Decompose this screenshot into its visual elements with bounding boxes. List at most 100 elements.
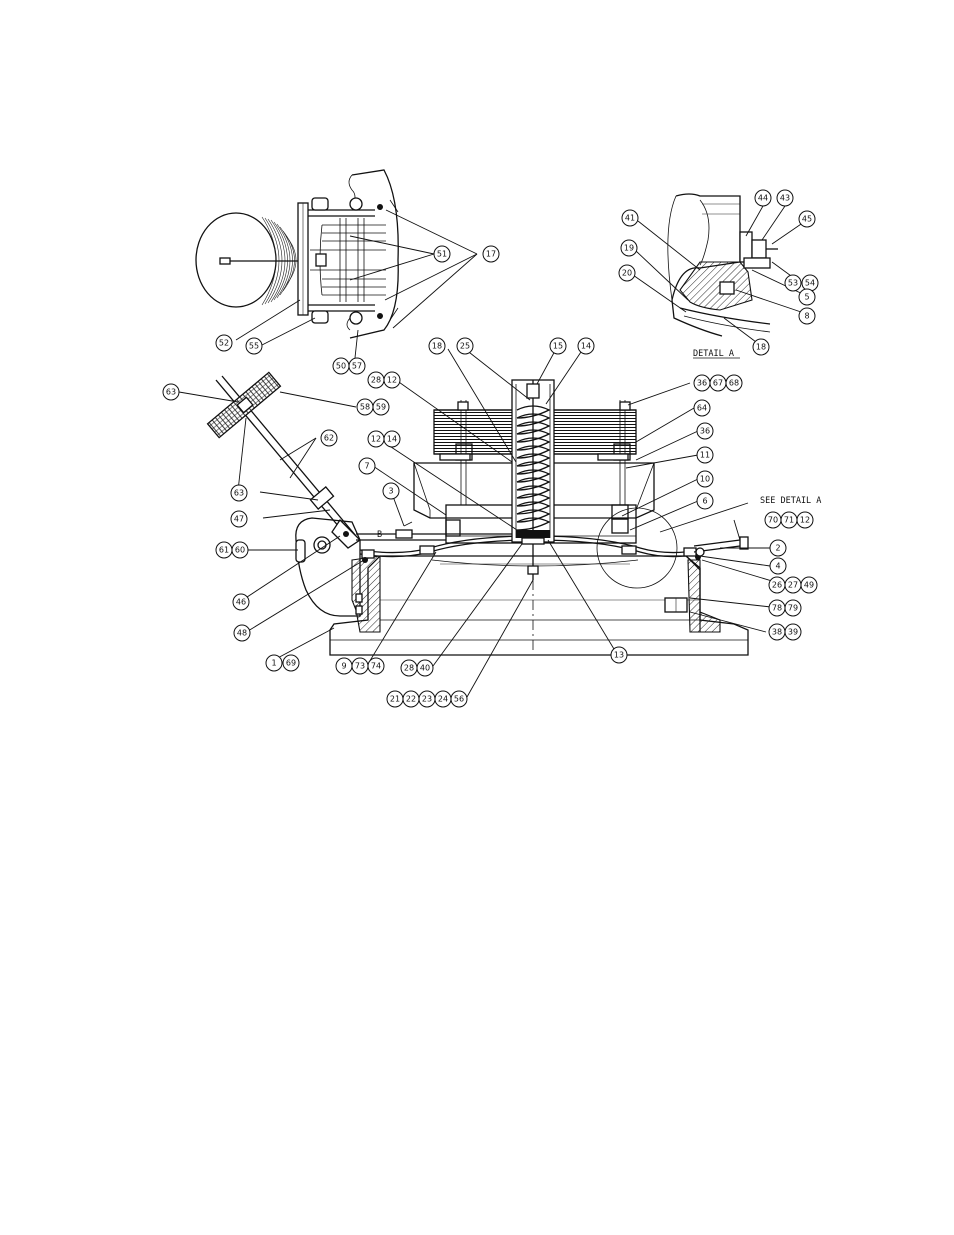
svg-text:46: 46 <box>236 598 246 607</box>
see-detail-a-note: SEE DETAIL A <box>760 496 821 506</box>
balloon-13: 13 <box>611 647 627 663</box>
balloon-25: 25 <box>457 338 473 354</box>
svg-text:28: 28 <box>371 376 381 385</box>
balloon-14-mid: 14 <box>384 431 400 447</box>
balloon-18-main: 18 <box>429 338 445 354</box>
svg-text:53: 53 <box>788 279 798 288</box>
svg-text:1: 1 <box>271 659 276 668</box>
svg-text:22: 22 <box>406 695 416 704</box>
balloon-24: 24 <box>435 691 451 707</box>
balloon-47: 47 <box>231 511 247 527</box>
svg-text:47: 47 <box>234 515 244 524</box>
svg-text:19: 19 <box>624 244 634 253</box>
balloon-2: 2 <box>770 540 786 556</box>
svg-text:68: 68 <box>729 379 739 388</box>
balloon-10: 10 <box>697 471 713 487</box>
balloon-68: 68 <box>726 375 742 391</box>
balloon-50: 50 <box>333 358 349 374</box>
balloon-39: 39 <box>785 624 801 640</box>
balloon-7: 7 <box>359 458 375 474</box>
svg-text:17: 17 <box>486 250 496 259</box>
balloon-78: 78 <box>769 600 785 616</box>
balloon-20: 20 <box>619 265 635 281</box>
svg-text:60: 60 <box>235 546 245 555</box>
balloon-52: 52 <box>216 335 232 351</box>
balloon-40: 40 <box>417 660 433 676</box>
balloon-1: 1 <box>266 655 282 671</box>
svg-text:5: 5 <box>804 293 809 302</box>
svg-text:63: 63 <box>166 388 176 397</box>
svg-text:12: 12 <box>371 435 381 444</box>
balloon-4: 4 <box>770 558 786 574</box>
balloon-11: 11 <box>697 447 713 463</box>
svg-text:71: 71 <box>784 516 794 525</box>
svg-text:21: 21 <box>390 695 400 704</box>
svg-text:59: 59 <box>376 403 386 412</box>
svg-text:10: 10 <box>700 475 710 484</box>
balloon-12-mid: 12 <box>368 431 384 447</box>
svg-text:27: 27 <box>788 581 798 590</box>
svg-text:38: 38 <box>772 628 782 637</box>
svg-text:14: 14 <box>581 342 591 351</box>
balloon-21: 21 <box>387 691 403 707</box>
svg-text:12: 12 <box>800 516 810 525</box>
balloon-15: 15 <box>550 338 566 354</box>
balloon-18-detail: 18 <box>753 339 769 355</box>
svg-text:79: 79 <box>788 604 798 613</box>
svg-text:9: 9 <box>341 662 346 671</box>
balloon-46: 46 <box>233 594 249 610</box>
balloon-45: 45 <box>799 211 815 227</box>
svg-text:13: 13 <box>614 651 624 660</box>
balloon-12-upper: 12 <box>384 372 400 388</box>
svg-text:20: 20 <box>622 269 632 278</box>
balloon-6: 6 <box>697 493 713 509</box>
balloon-55: 55 <box>246 338 262 354</box>
balloon-67: 67 <box>710 375 726 391</box>
balloon-5: 5 <box>799 289 815 305</box>
balloon-59: 59 <box>373 399 389 415</box>
svg-text:4: 4 <box>775 562 780 571</box>
svg-text:25: 25 <box>460 342 470 351</box>
svg-text:41: 41 <box>625 214 635 223</box>
svg-text:18: 18 <box>432 342 442 351</box>
balloon-62: 62 <box>321 430 337 446</box>
svg-text:62: 62 <box>324 434 334 443</box>
leaders-main <box>179 349 782 697</box>
top-view-weight-detail <box>196 170 398 338</box>
balloon-9: 9 <box>336 658 352 674</box>
svg-text:73: 73 <box>355 662 365 671</box>
balloon-58: 58 <box>357 399 373 415</box>
detail-a-title: DETAIL A <box>693 349 734 359</box>
svg-text:15: 15 <box>553 342 563 351</box>
svg-text:54: 54 <box>805 279 815 288</box>
svg-text:8: 8 <box>804 312 809 321</box>
svg-text:7: 7 <box>364 462 369 471</box>
svg-text:36: 36 <box>700 427 710 436</box>
balloon-51: 51 <box>434 246 450 262</box>
detail-a-view <box>668 194 778 336</box>
svg-text:3: 3 <box>388 487 393 496</box>
balloon-22: 22 <box>403 691 419 707</box>
svg-text:58: 58 <box>360 403 370 412</box>
balloon-61: 61 <box>216 542 232 558</box>
svg-text:56: 56 <box>454 695 464 704</box>
svg-text:55: 55 <box>249 342 259 351</box>
balloon-14-top: 14 <box>578 338 594 354</box>
balloon-53: 53 <box>785 275 801 291</box>
svg-text:40: 40 <box>420 664 430 673</box>
balloon-28-lower: 28 <box>401 660 417 676</box>
svg-text:64: 64 <box>697 404 707 413</box>
svg-text:26: 26 <box>772 581 782 590</box>
balloon-74: 74 <box>368 658 384 674</box>
balloon-36-mid: 36 <box>697 423 713 439</box>
svg-text:49: 49 <box>804 581 814 590</box>
section-mark: B <box>377 530 382 540</box>
balloon-28-upper: 28 <box>368 372 384 388</box>
svg-text:67: 67 <box>713 379 723 388</box>
balloon-63-top: 63 <box>163 384 179 400</box>
svg-text:61: 61 <box>219 546 229 555</box>
balloon-41: 41 <box>622 210 638 226</box>
svg-text:12: 12 <box>387 376 397 385</box>
balloon-12-right: 12 <box>797 512 813 528</box>
